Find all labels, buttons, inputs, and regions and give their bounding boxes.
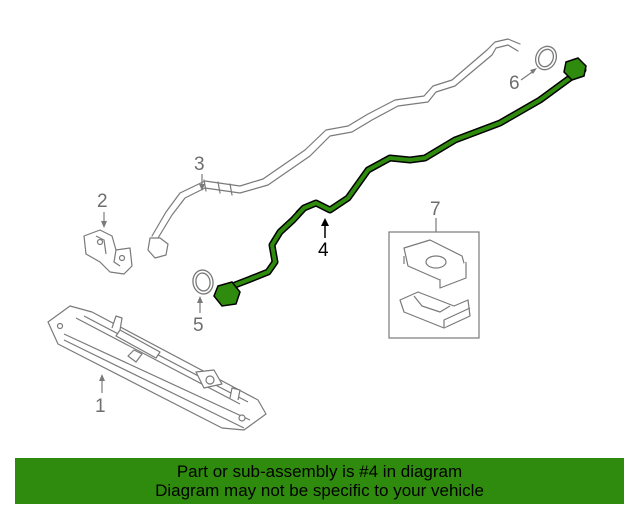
parts-diagram: 6 3 2 5 4 1 7 [47, 38, 587, 431]
leader-arrow-2 [101, 221, 107, 228]
banner-line-1: Part or sub-assembly is #4 in diagram [176, 462, 463, 481]
leader-arrow-4 [321, 218, 329, 226]
info-banner: Part or sub-assembly is #4 in diagram Di… [15, 458, 624, 504]
leader-arrow-1 [99, 374, 105, 381]
leader-arrow-5 [197, 296, 203, 303]
banner-line-2: Diagram may not be specific to your vehi… [155, 481, 484, 500]
label-part-5: 5 [193, 315, 204, 336]
part-1-oil-cooler[interactable] [47, 305, 267, 431]
part-6-o-ring[interactable] [532, 43, 560, 73]
label-part-6: 6 [509, 73, 520, 94]
leader-arrow-6 [530, 68, 537, 74]
part-7-clip-upper[interactable] [403, 239, 467, 289]
part-7-clip-lower[interactable] [399, 291, 471, 329]
label-part-7: 7 [430, 199, 441, 220]
part-4-cooler-line[interactable] [213, 57, 587, 307]
label-part-3: 3 [194, 154, 205, 175]
label-part-1: 1 [95, 396, 106, 417]
label-part-2: 2 [97, 191, 108, 212]
leader-arrow-3 [199, 184, 205, 191]
part-3-cooler-line[interactable] [147, 38, 521, 259]
part-7-box [388, 231, 480, 339]
label-part-4: 4 [318, 240, 329, 261]
part-5-o-ring[interactable] [191, 268, 215, 295]
part-2-bracket[interactable] [83, 229, 133, 275]
